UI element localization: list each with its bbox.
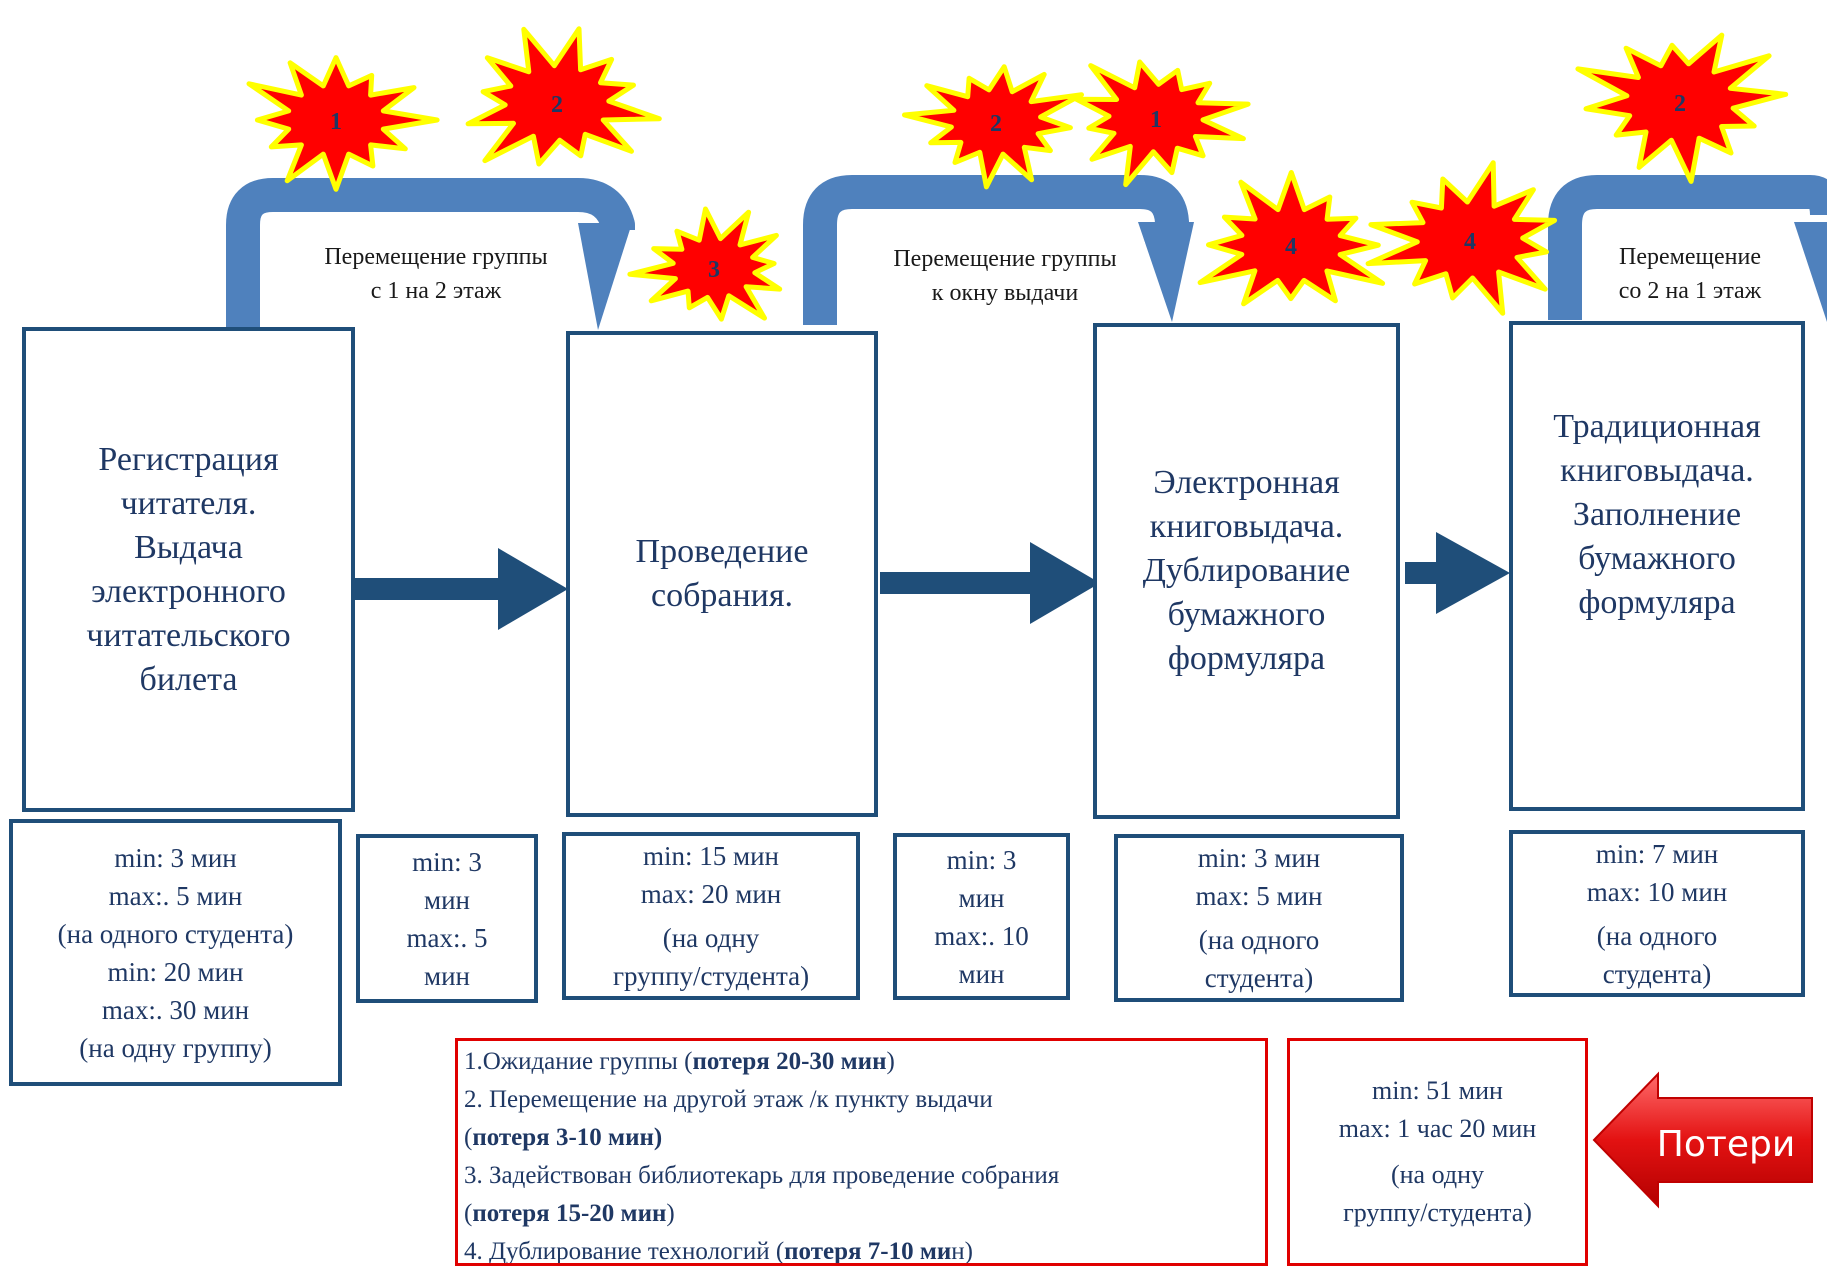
arrow-step3-to-step4 xyxy=(1405,532,1510,614)
connector-1 xyxy=(226,178,635,330)
loss-item-2b: (потеря 3-10 мин) xyxy=(464,1124,663,1151)
burst-marker-5: 1 xyxy=(1073,59,1251,188)
connector-3 xyxy=(1548,175,1827,322)
burst-number: 4 xyxy=(1464,229,1476,255)
burst-shape xyxy=(1575,32,1789,184)
connector-2 xyxy=(803,175,1194,325)
burst-shape xyxy=(1073,59,1251,188)
loss-item-3: 3. Задействован библиотекарь для проведе… xyxy=(464,1162,1060,1189)
arrow-step1-to-step2 xyxy=(355,548,568,630)
burst-shape xyxy=(627,206,783,322)
burst-number: 3 xyxy=(708,257,720,283)
loss-item-2: 2. Перемещение на другой этаж /к пункту … xyxy=(464,1086,993,1113)
burst-number: 2 xyxy=(551,92,563,118)
burst-marker-3: 3 xyxy=(627,206,783,322)
burst-shape xyxy=(465,26,662,167)
burst-number: 2 xyxy=(990,111,1002,137)
callout-label: Потери xyxy=(1657,1124,1795,1165)
burst-shape xyxy=(246,55,440,192)
losses-list-box: 1.Ожидание группы (потеря 20-30 мин) 2. … xyxy=(455,1038,1268,1266)
burst-shape xyxy=(902,64,1084,190)
burst-number: 1 xyxy=(330,109,342,135)
burst-shape xyxy=(1365,160,1558,316)
callout-arrow xyxy=(1592,1071,1813,1209)
burst-shape xyxy=(1197,170,1386,307)
arrow-step2-to-step3 xyxy=(880,542,1100,624)
burst-number: 2 xyxy=(1674,91,1686,117)
burst-number: 4 xyxy=(1285,234,1297,260)
burst-marker-1: 1 xyxy=(246,55,440,192)
burst-marker-7: 4 xyxy=(1365,160,1558,316)
loss-item-1: 1.Ожидание группы (потеря 20-30 мин) xyxy=(464,1048,895,1075)
burst-marker-6: 4 xyxy=(1197,170,1386,307)
loss-item-4: 4. Дублирование технологий (потеря 7-10 … xyxy=(464,1238,974,1265)
burst-marker-4: 2 xyxy=(902,64,1084,190)
burst-marker-8: 2 xyxy=(1575,32,1789,184)
burst-number: 1 xyxy=(1150,107,1162,133)
loss-item-3b: (потеря 15-20 мин) xyxy=(464,1200,675,1227)
burst-marker-2: 2 xyxy=(465,26,662,167)
